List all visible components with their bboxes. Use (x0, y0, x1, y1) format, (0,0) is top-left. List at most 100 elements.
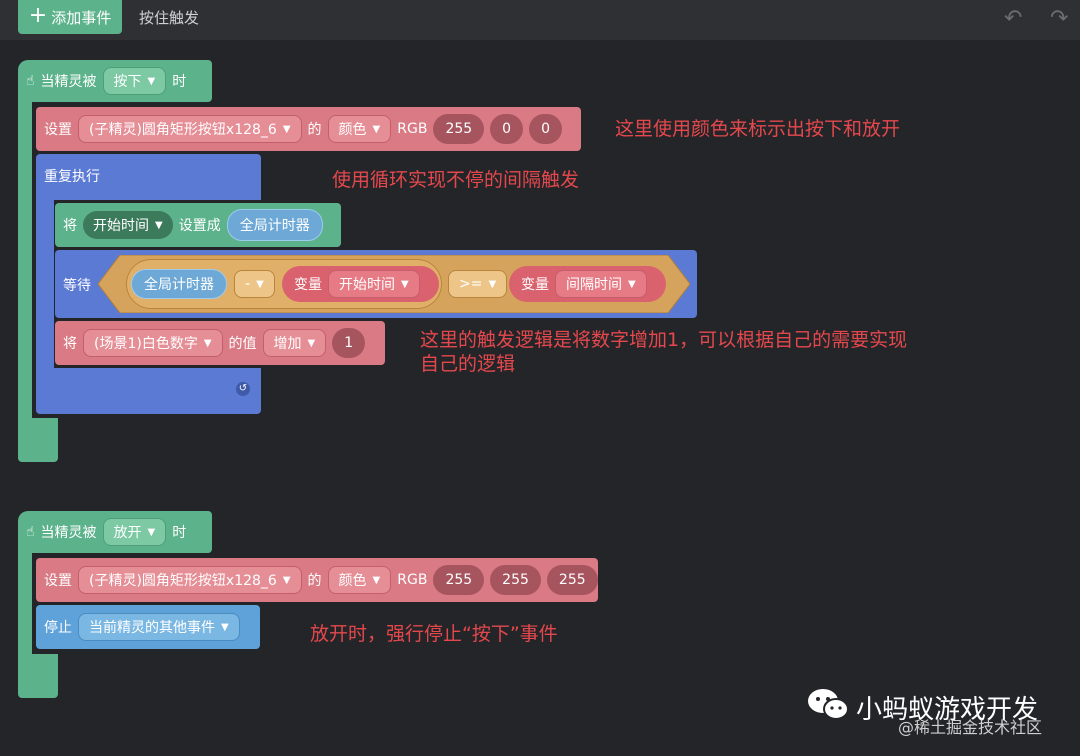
stop-label: 停止 (44, 620, 72, 636)
event1-hat-suffix: 时 (172, 74, 187, 90)
compare-op-value: >= (459, 276, 483, 292)
interval-dropdown[interactable]: 间隔时间 ▼ (555, 270, 647, 298)
inc-value-input[interactable]: 1 (332, 328, 366, 358)
of-label: 的 (307, 122, 322, 138)
event2-hat-suffix: 时 (172, 525, 187, 541)
inc-op-dropdown[interactable]: 增加 ▼ (262, 329, 327, 357)
inc-label: 将 (63, 336, 77, 352)
note-color-indicator: 这里使用颜色来标示出按下和放开 (615, 118, 901, 140)
event2-trigger-value: 放开 (113, 525, 142, 541)
event2-prop-value: 颜色 (338, 573, 367, 589)
event1-rgb-b[interactable]: 0 (529, 114, 563, 144)
chevron-down-icon: ▼ (372, 123, 381, 135)
rgb-label: RGB (397, 121, 428, 137)
inc-op-value: 增加 (273, 336, 302, 352)
stop-target-value: 当前精灵的其他事件 (89, 620, 215, 636)
global-timer-reporter[interactable]: 全局计时器 (226, 209, 323, 241)
event1-trigger-dropdown[interactable]: 按下 ▼ (102, 67, 167, 95)
chevron-down-icon: ▼ (282, 574, 291, 586)
event1-target-value: (子精灵)圆角矩形按钮x128_6 (89, 122, 277, 138)
event2-hat-label: 当精灵被 (40, 525, 97, 541)
repeat-loop-arm (36, 196, 54, 371)
set-label: 设置 (44, 122, 72, 138)
event1-rgb-g[interactable]: 0 (490, 114, 524, 144)
chevron-down-icon: ▼ (203, 337, 212, 349)
hand-pointer-icon: ☝ (26, 73, 35, 89)
start-time-dropdown[interactable]: 开始时间▼ (328, 270, 420, 298)
chevron-down-icon: ▼ (401, 278, 409, 290)
event2-hat-block[interactable]: ☝ 当精灵被 放开 ▼ 时 (18, 511, 212, 553)
wait-label: 等待 (63, 278, 91, 294)
event2-target-value: (子精灵)圆角矩形按钮x128_6 (89, 573, 277, 589)
chevron-down-icon: ▼ (372, 574, 381, 586)
note-trigger-logic-line1: 这里的触发逻辑是将数字增加1，可以根据自己的需要实现 (420, 329, 908, 351)
undo-icon[interactable]: ↶ (1004, 6, 1023, 31)
event1-set-color-block[interactable]: 设置 (子精灵)圆角矩形按钮x128_6▼ 的 颜色 ▼ RGB 255 0 0 (36, 107, 581, 151)
event2-trigger-dropdown[interactable]: 放开 ▼ (102, 518, 167, 546)
chevron-down-icon: ▼ (488, 278, 497, 290)
event1-prop-dropdown[interactable]: 颜色 ▼ (327, 115, 392, 143)
assign-var-value: 开始时间 (93, 218, 149, 234)
event1-hat-block[interactable]: ☝ 当精灵被 按下 ▼ 时 (18, 60, 212, 102)
event2-target-dropdown[interactable]: (子精灵)圆角矩形按钮x128_6 ▼ (78, 566, 302, 594)
var-label-2: 变量 (521, 277, 549, 293)
of-label: 的 (307, 573, 322, 589)
compare-op-dropdown[interactable]: >= ▼ (448, 270, 508, 298)
top-toolbar (0, 0, 1080, 40)
event1-target-dropdown[interactable]: (子精灵)圆角矩形按钮x128_6▼ (78, 115, 302, 143)
stop-target-dropdown[interactable]: 当前精灵的其他事件 ▼ (78, 613, 240, 641)
set-variable-block[interactable]: 将 开始时间 ▼ 设置成 全局计时器 (55, 203, 341, 247)
event1-end-cap (18, 418, 58, 462)
minus-op-value: - (245, 276, 251, 292)
event-tab-label[interactable]: 按住触发 (139, 9, 200, 27)
add-event-label: 添加事件 (51, 8, 112, 27)
event1-rgb-r[interactable]: 255 (433, 114, 485, 144)
add-event-button[interactable]: + 添加事件 (18, 0, 122, 34)
event1-prop-value: 颜色 (338, 122, 367, 138)
chevron-down-icon: ▼ (307, 337, 316, 349)
event2-rgb-r[interactable]: 255 (433, 565, 485, 595)
var-label: 变量 (294, 277, 322, 293)
chevron-down-icon: ▼ (628, 278, 636, 290)
chevron-down-icon: ▼ (221, 621, 229, 633)
event2-set-color-block[interactable]: 设置 (子精灵)圆角矩形按钮x128_6▼ 的 颜色▼ RGB 255 255 … (36, 558, 598, 602)
event1-trigger-value: 按下 (113, 74, 142, 90)
global-timer-operand[interactable]: 全局计时器 (131, 269, 227, 299)
event2-rgb-b[interactable]: 255 (546, 565, 598, 595)
repeat-loop-header[interactable] (36, 154, 261, 200)
start-time-variable[interactable]: 变量 开始时间▼ (282, 266, 439, 302)
note-release: 放开时，强行停止“按下”事件 (310, 623, 558, 645)
minus-op-dropdown[interactable]: -▼ (234, 270, 275, 298)
repeat-label: 重复执行 (44, 169, 100, 185)
watermark-sub: @稀土掘金技术社区 (898, 718, 1043, 737)
event2-prop-dropdown[interactable]: 颜色 ▼ (327, 566, 392, 594)
plus-icon: + (28, 3, 48, 28)
hand-pointer-icon: ☝ (26, 524, 35, 540)
repeat-loop-footer (36, 368, 261, 414)
event2-spine (18, 548, 32, 658)
rgb-label: RGB (397, 572, 428, 588)
note-trigger-logic-line2: 自己的逻辑 (420, 353, 516, 375)
loop-arrow-icon: ↺ (236, 382, 250, 396)
set-label: 设置 (44, 573, 72, 589)
assign-var-dropdown[interactable]: 开始时间 ▼ (83, 211, 173, 239)
chevron-down-icon: ▼ (147, 75, 156, 87)
chevron-down-icon: ▼ (256, 278, 264, 290)
event1-hat-label: 当精灵被 (40, 74, 97, 90)
event2-rgb-g[interactable]: 255 (490, 565, 541, 595)
assign-to-label: 设置成 (178, 218, 221, 234)
chevron-down-icon: ▼ (147, 526, 156, 538)
inc-target-dropdown[interactable]: (场景1)白色数字 ▼ (83, 329, 223, 357)
event1-spine (18, 98, 32, 428)
event2-end-cap (18, 654, 58, 698)
increment-block[interactable]: 将 (场景1)白色数字 ▼ 的值 增加 ▼ 1 (55, 321, 385, 365)
assign-label: 将 (63, 218, 77, 234)
note-trigger-logic: 这里的触发逻辑是将数字增加1，可以根据自己的需要实现 自己的逻辑 (420, 328, 907, 376)
inc-target-value: (场景1)白色数字 (94, 336, 198, 352)
redo-icon[interactable]: ↷ (1050, 6, 1069, 31)
value-of-label: 的值 (228, 336, 257, 352)
interval-value: 间隔时间 (566, 277, 622, 293)
interval-variable[interactable]: 变量 间隔时间 ▼ (509, 266, 666, 302)
stop-block[interactable]: 停止 当前精灵的其他事件 ▼ (36, 605, 260, 649)
chevron-down-icon: ▼ (155, 219, 163, 231)
